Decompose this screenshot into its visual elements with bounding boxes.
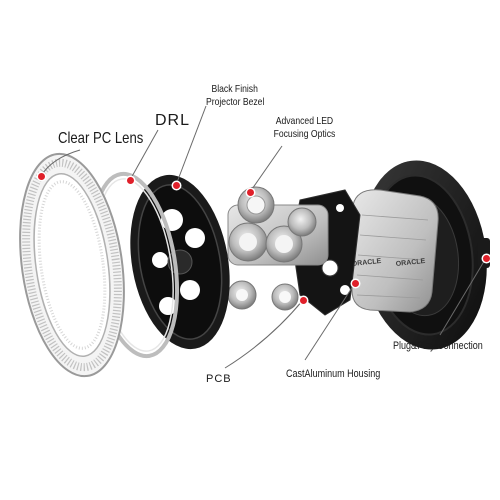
leader-drl (129, 129, 159, 181)
callout-dot-drl (127, 177, 134, 184)
label-housing: CastAluminum Housing (286, 368, 381, 380)
heatsink-plate: ORACLE ORACLE (351, 189, 439, 313)
connector-plug (478, 238, 490, 268)
leader-housing (304, 282, 356, 361)
leader-optics (249, 145, 283, 193)
clear-pc-lens (19, 152, 125, 378)
label-bezel-line2: Projector Bezel (206, 96, 265, 108)
callout-dot-connection (483, 255, 490, 262)
brand-mark-left: ORACLE (351, 258, 381, 268)
label-connection: Plug&Play Connection (393, 340, 483, 352)
leader-lines (40, 105, 487, 369)
callout-dot-bezel (173, 182, 180, 189)
callout-dot-optics (247, 189, 254, 196)
callout-dot-housing (352, 280, 359, 287)
callout-dot-clear-pc-lens (38, 173, 45, 180)
leader-pcb (224, 299, 304, 369)
leader-bezel (175, 105, 207, 186)
label-optics-line1: Advanced LED (275, 115, 334, 127)
label-pcb: PCB (206, 373, 232, 385)
label-led-optics: Advanced LED Focusing Optics (270, 115, 339, 141)
label-clear-pc-lens: Clear PC Lens (58, 130, 144, 147)
label-bezel-line1: Black Finish (211, 83, 258, 95)
label-optics-line2: Focusing Optics (273, 128, 336, 140)
projector-bezel (130, 174, 230, 350)
label-projector-bezel: Black Finish Projector Bezel (206, 83, 265, 109)
callout-dot-pcb (300, 297, 307, 304)
leader-connection (439, 257, 487, 336)
brand-mark-right: ORACLE (395, 258, 425, 268)
label-drl: DRL (155, 112, 191, 129)
led-focusing-optics (227, 186, 329, 311)
